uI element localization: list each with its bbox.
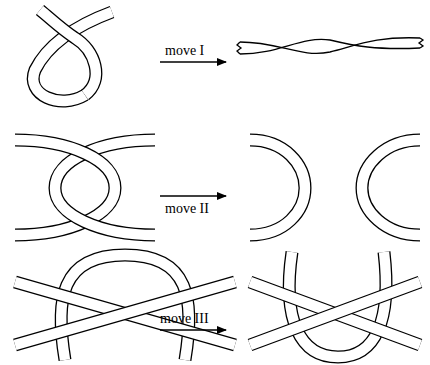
move-label: move III (160, 312, 209, 326)
move-arrow (160, 61, 226, 62)
overlapping-ribbons (15, 140, 155, 235)
triple-ribbons-before (15, 255, 235, 360)
move-label: move I (165, 44, 204, 58)
curl-ribbon (33, 10, 112, 101)
separated-ribbons (250, 140, 420, 235)
move-arrow (160, 195, 226, 196)
triple-ribbons-after (250, 252, 420, 357)
move-arrow (160, 329, 226, 330)
twisted-ribbon (237, 38, 423, 54)
move-label: move II (165, 202, 209, 216)
